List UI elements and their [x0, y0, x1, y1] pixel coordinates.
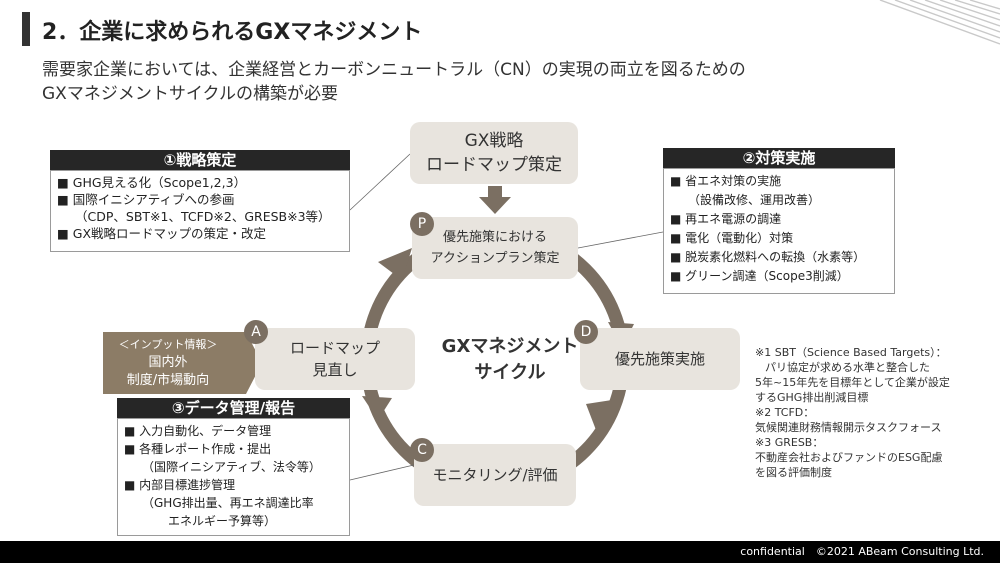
footnote-line: するGHG排出削減目標 — [755, 391, 869, 404]
act-line-2: 見直し — [312, 361, 358, 379]
strategy-panel-title: ①戦略策定 — [50, 150, 350, 170]
data-item: ■ 内部目標進捗管理 — [124, 478, 236, 492]
strategy-item: ■ 国際イニシアティブへの参画 — [57, 192, 235, 207]
measures-item: ■ 省エネ対策の実施 — [670, 174, 782, 188]
input-arrow — [233, 332, 262, 394]
footnote-line: パリ協定が求める水準と整合した — [765, 361, 930, 374]
subtitle-line-1: 需要家企業においては、企業経営とカーボンニュートラル（CN）の実現の両立を図るた… — [42, 60, 746, 80]
gx-roadmap-line-2: ロードマップ策定 — [426, 155, 562, 175]
cycle-arrow-left — [362, 396, 392, 420]
gx-roadmap-line-1: GX戦略 — [464, 131, 524, 151]
subtitle-line-2: GXマネジメントサイクルの構築が必要 — [42, 84, 338, 104]
connector-data — [349, 463, 419, 481]
input-info-line-1: 国内外 — [148, 355, 188, 370]
footnotes: ※1 SBT（Science Based Targets）： パリ協定が求める水… — [755, 345, 950, 480]
footnote-line: 5年~15年先を目標年として企業が設定 — [755, 376, 950, 389]
plan-line-1: 優先施策における — [442, 230, 547, 245]
do-badge: D — [574, 320, 598, 344]
data-item: ■ 入力自動化、データ管理 — [124, 424, 272, 438]
footnote-line: ※1 SBT（Science Based Targets）： — [755, 346, 947, 359]
footer-text: confidential ©2021 ABeam Consulting Ltd. — [740, 545, 984, 558]
cycle-arrow-top-left — [378, 248, 412, 280]
page-subtitle: 需要家企業においては、企業経営とカーボンニュートラル（CN）の実現の両立を図るた… — [42, 58, 746, 106]
measures-panel-title: ②対策実施 — [663, 148, 895, 168]
measures-item: ■ 電化（電動化）対策 — [670, 231, 794, 245]
act-line-1: ロードマップ — [289, 339, 380, 357]
check-label: モニタリング/評価 — [432, 466, 558, 484]
check-box: モニタリング/評価 — [414, 444, 576, 506]
plan-box: 優先施策における アクションプラン策定 — [412, 217, 578, 279]
measures-item: （設備改修、運用改善） — [688, 193, 821, 207]
plan-badge: P — [410, 212, 434, 236]
input-info-tag: ＜インプット情報＞ — [118, 338, 218, 351]
do-label: 優先施策実施 — [614, 350, 705, 368]
cycle-arrow-bottom-right — [586, 400, 612, 430]
measures-item: ■ グリーン調達（Scope3削減） — [670, 269, 849, 283]
data-item: （GHG排出量、再エネ調達比率 — [142, 496, 314, 510]
footnote-line: ※3 GRESB： — [755, 436, 824, 449]
cycle-center-line-2: サイクル — [474, 362, 546, 383]
measures-item: ■ 再エネ電源の調達 — [670, 212, 782, 226]
footnote-line: 気候関連財務情報開示タスクフォース — [755, 421, 942, 434]
input-info-box: ＜インプット情報＞ 国内外 制度/市場動向 — [103, 332, 233, 394]
measures-panel: ■ 省エネ対策の実施 （設備改修、運用改善） ■ 再エネ電源の調達 ■ 電化（電… — [663, 168, 895, 294]
data-panel-title: ③データ管理/報告 — [117, 398, 350, 418]
input-info-line-2: 制度/市場動向 — [126, 373, 210, 388]
title-accent-bar — [22, 12, 30, 46]
data-item: （国際イニシアティブ、法令等） — [142, 460, 321, 474]
connector-strategy — [349, 153, 411, 211]
footnote-line: を図る評価制度 — [755, 466, 832, 479]
data-item: ■ 各種レポート作成・提出 — [124, 442, 272, 456]
footnote-line: 不動産会社およびファンドのESG配慮 — [755, 451, 943, 464]
down-arrow — [479, 197, 511, 214]
data-item: エネルギー予算等） — [168, 514, 277, 528]
do-box: 優先施策実施 — [580, 328, 740, 390]
data-panel: ■ 入力自動化、データ管理 ■ 各種レポート作成・提出 （国際イニシアティブ、法… — [117, 418, 350, 536]
check-badge: C — [410, 438, 434, 462]
measures-item: ■ 脱炭素化燃料への転換（水素等） — [670, 250, 866, 264]
corner-pattern-decoration — [879, 0, 1000, 45]
footer-bar: confidential ©2021 ABeam Consulting Ltd. — [0, 541, 1000, 563]
plan-line-2: アクションプラン策定 — [430, 251, 560, 266]
act-box: ロードマップ 見直し — [255, 328, 415, 390]
connector-measures — [577, 231, 664, 249]
act-badge: A — [244, 320, 268, 344]
cycle-center-label: GXマネジメント サイクル — [430, 334, 590, 386]
strategy-item: ■ GHG見える化（Scope1,2,3） — [57, 175, 247, 190]
page-title: 2．企業に求められるGXマネジメント — [42, 20, 423, 45]
footnote-line: ※2 TCFD： — [755, 406, 815, 419]
gx-roadmap-box: GX戦略 ロードマップ策定 — [410, 122, 578, 184]
strategy-item: ■ GX戦略ロードマップの策定・改定 — [57, 226, 267, 241]
strategy-item: （CDP、SBT※1、TCFD※2、GRESB※3等） — [75, 209, 331, 224]
strategy-panel: ■ GHG見える化（Scope1,2,3） ■ 国際イニシアティブへの参画 （C… — [50, 170, 350, 252]
cycle-center-line-1: GXマネジメント — [441, 336, 579, 357]
